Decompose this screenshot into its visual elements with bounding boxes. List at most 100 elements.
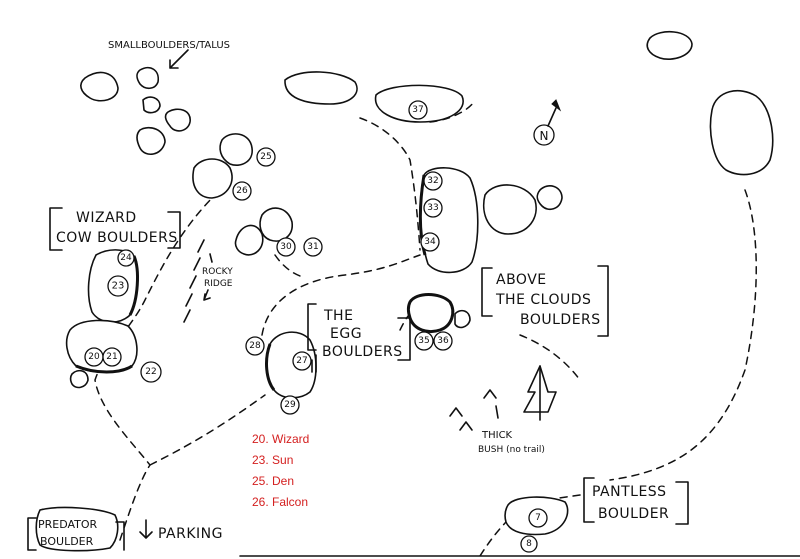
egg-topo-mark [311, 354, 317, 373]
bush-icons [449, 389, 499, 431]
north-arrow: N [533, 99, 562, 146]
boulder-20-small [69, 369, 89, 389]
svg-text:8: 8 [526, 539, 532, 549]
label-brackets [27, 207, 689, 551]
egg-label-3: BOULDERS [322, 344, 403, 360]
trail-east-long [609, 189, 757, 481]
problem-legend: 20. Wizard 23. Sun 25. Den 26. Falcon [252, 432, 309, 509]
svg-text:22: 22 [145, 367, 156, 377]
legend-item-sun: 23. Sun [252, 453, 293, 467]
text-labels: SMALLBOULDERS/TALUS WIZARD COW BOULDERS … [38, 40, 669, 548]
boulder-predator [35, 506, 119, 552]
svg-text:20: 20 [88, 352, 100, 362]
problem-marker-21: 21 [102, 347, 122, 367]
problem-marker-34: 34 [420, 232, 440, 252]
boulder-27-edge [265, 343, 276, 391]
svg-text:29: 29 [284, 400, 296, 410]
boulder-ne-small [646, 31, 693, 60]
legend-item-den: 25. Den [252, 474, 294, 488]
egg-label-2: EGG [330, 326, 362, 342]
north-label: N [540, 129, 549, 143]
svg-text:7: 7 [535, 513, 541, 523]
svg-text:34: 34 [424, 237, 436, 247]
svg-text:23: 23 [112, 281, 125, 292]
predator-label-2: BOULDER [40, 535, 94, 548]
trail-to-egg [149, 394, 266, 466]
tree-icon [523, 365, 557, 421]
problem-marker-25: 25 [256, 147, 276, 167]
boulder-ne-tall [709, 89, 774, 176]
boulder-35 [407, 293, 455, 333]
trail-to-37 [359, 117, 421, 251]
problem-marker-24: 24 [117, 249, 135, 267]
boulder-37-west [284, 71, 358, 105]
parking-arrow-icon [139, 519, 153, 539]
problem-marker-20: 20 [84, 347, 104, 367]
boulder-26 [192, 158, 233, 199]
problem-marker-36: 36 [433, 331, 453, 351]
svg-text:33: 33 [427, 203, 438, 213]
trail-above-clouds [519, 334, 581, 381]
pantless-label-1: PANTLESS [592, 484, 667, 500]
problem-marker-27: 27 [292, 351, 312, 371]
trail-egg-north [261, 254, 421, 336]
wizard-cow-label-1: WIZARD [76, 210, 137, 226]
problem-marker-31: 31 [303, 237, 323, 257]
problem-marker-37: 37 [408, 100, 428, 120]
svg-text:21: 21 [106, 352, 117, 362]
problem-marker-8: 8 [520, 535, 538, 553]
problem-markers: 37 25 26 30 31 32 33 34 24 23 20 21 22 2… [84, 100, 548, 553]
rocky-ridge-arrow [203, 253, 213, 301]
svg-text:24: 24 [120, 253, 132, 263]
problem-marker-26: 26 [232, 181, 252, 201]
problem-marker-30: 30 [276, 237, 296, 257]
svg-text:35: 35 [418, 336, 429, 346]
boulder-30 [259, 207, 293, 242]
thick-bush-label-1: THICK [481, 430, 513, 441]
boulder-30-west [234, 224, 264, 256]
wizard-cow-label-2: COW BOULDERS [56, 230, 178, 246]
thick-bush-label-2: BUSH (no trail) [478, 445, 545, 455]
legend-item-falcon: 26. Falcon [252, 495, 308, 509]
boulder-east-of-32 [483, 184, 537, 235]
svg-text:27: 27 [296, 356, 307, 366]
parking-label: PARKING [158, 526, 223, 542]
boulder-talus-3 [142, 96, 161, 114]
rocky-ridge-label-2: RIDGE [204, 279, 233, 289]
boulder-talus-4 [164, 108, 191, 132]
trail-main-west [94, 194, 216, 541]
egg-label-1: THE [323, 308, 353, 324]
boulders [35, 31, 774, 552]
svg-text:28: 28 [249, 341, 261, 351]
problem-marker-7: 7 [528, 508, 548, 528]
above-clouds-label-2: THE CLOUDS [495, 292, 591, 308]
svg-text:26: 26 [236, 186, 248, 196]
boulder-east-small [536, 185, 563, 211]
svg-text:37: 37 [412, 105, 423, 115]
boulder-20-21 [65, 319, 138, 373]
pantless-label-2: BOULDER [598, 506, 669, 522]
problem-marker-29: 29 [280, 395, 300, 415]
boulder-talus-1 [80, 71, 119, 102]
small-boulders-label: SMALLBOULDERS/TALUS [108, 40, 230, 51]
problem-marker-28: 28 [245, 336, 265, 356]
predator-label-1: PREDATOR [38, 518, 98, 531]
trail-to-30 [274, 254, 301, 277]
legend-item-wizard: 20. Wizard [252, 432, 309, 446]
rocky-ridge-label-1: ROCKY [202, 267, 233, 277]
boulder-talus-2 [136, 66, 160, 90]
boulder-36-small [454, 309, 471, 329]
svg-text:25: 25 [260, 152, 271, 162]
rocky-ridge-hatching [183, 239, 205, 323]
above-clouds-label-3: BOULDERS [520, 312, 601, 328]
svg-text:30: 30 [280, 242, 292, 252]
problem-marker-23: 23 [107, 275, 129, 297]
problem-marker-33: 33 [423, 198, 443, 218]
problem-marker-22: 22 [140, 361, 162, 383]
problem-marker-35: 35 [414, 331, 434, 351]
svg-text:31: 31 [307, 242, 318, 252]
boulder-20-21-edge [75, 364, 133, 374]
svg-text:36: 36 [437, 336, 449, 346]
boulder-25 [219, 133, 253, 166]
